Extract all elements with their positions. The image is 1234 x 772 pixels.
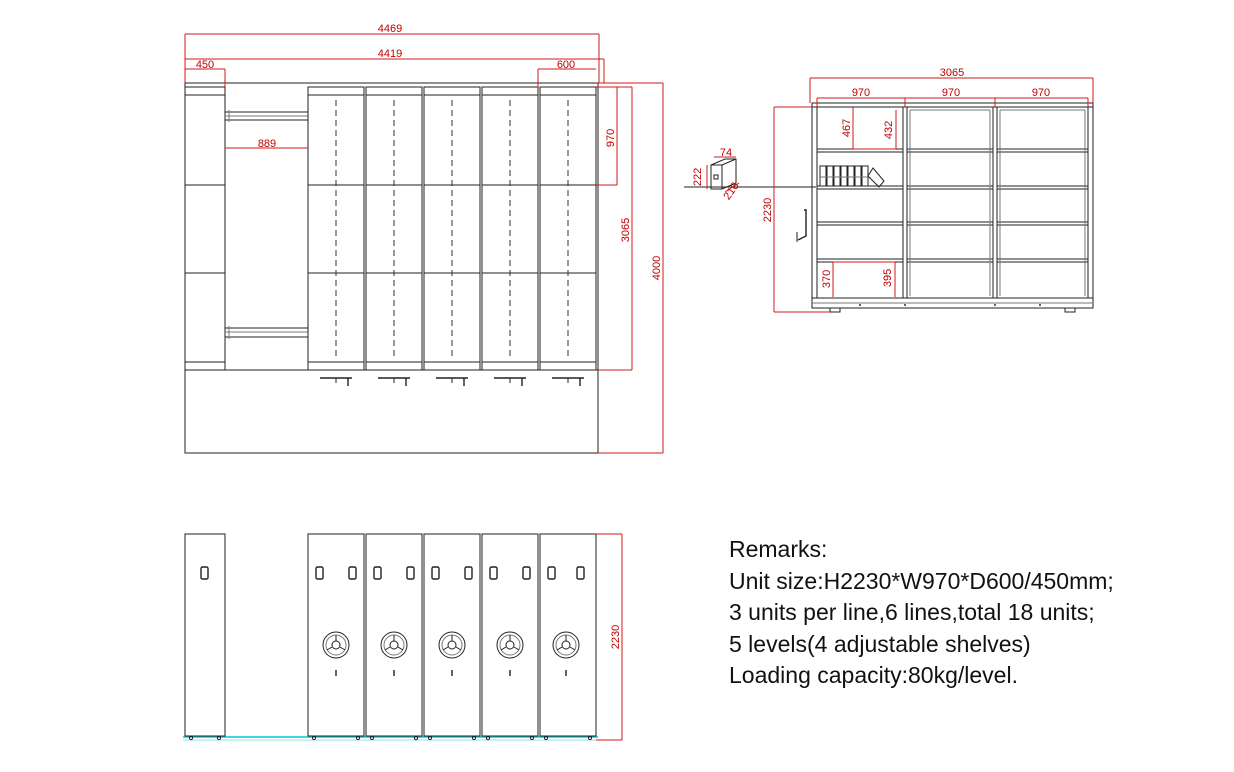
dim-970-unit: 970 xyxy=(605,129,617,147)
remarks-block: Remarks: Unit size:H2230*W970*D600/450mm… xyxy=(729,534,1114,692)
dim-3065-line: 3065 xyxy=(620,218,632,242)
file-box-detail: 74 222 216 xyxy=(684,147,816,202)
remarks-line-capacity: Loading capacity:80kg/level. xyxy=(729,662,1018,688)
handle-4 xyxy=(494,377,526,386)
mobile-unit-elev-2 xyxy=(365,533,423,741)
plan-dimension-lines xyxy=(184,33,664,454)
dim-600: 600 xyxy=(557,59,575,71)
file-boxes xyxy=(819,165,885,188)
dim-450: 450 xyxy=(196,59,214,71)
handle-1 xyxy=(320,377,352,386)
side-handle xyxy=(796,209,807,242)
plan-view: 4469 4419 450 600 889 970 3065 4000 xyxy=(184,23,664,454)
handle-2 xyxy=(378,377,410,386)
side-view: 2230 xyxy=(183,533,623,741)
mobile-unit-4 xyxy=(481,86,539,371)
dim-395: 395 xyxy=(882,269,894,287)
handle-3 xyxy=(436,377,468,386)
dim-2230-front: 2230 xyxy=(762,198,774,222)
shelves-bay-3 xyxy=(996,109,1089,296)
remarks-line-unit-size: Unit size:H2230*W970*D600/450mm; xyxy=(729,567,1114,594)
mobile-unit-elev-4 xyxy=(481,533,539,741)
remarks-line-units: 3 units per line,6 lines,total 18 units; xyxy=(729,599,1095,625)
dim-3065-front: 3065 xyxy=(940,67,964,79)
handles-plan xyxy=(320,377,584,386)
dim-970-bay-2: 970 xyxy=(942,87,960,99)
mobile-units-elevation xyxy=(307,533,597,741)
shelves-bay-2 xyxy=(906,109,994,296)
front-view: 3065 970 970 970 2230 467 432 370 395 xyxy=(762,67,1094,313)
dim-467: 467 xyxy=(841,119,853,137)
fixed-unit-plan xyxy=(184,86,226,371)
dim-4000-room: 4000 xyxy=(651,256,663,280)
mobile-unit-5 xyxy=(539,86,597,371)
remarks-title: Remarks: xyxy=(729,536,828,562)
dim-2230-side: 2230 xyxy=(610,625,622,649)
front-dimension-lines xyxy=(773,77,1094,313)
dim-box-74: 74 xyxy=(720,147,732,159)
remarks-line-levels: 5 levels(4 adjustable shelves) xyxy=(729,630,1031,657)
fixed-unit-elevation xyxy=(184,533,226,741)
dim-4469: 4469 xyxy=(378,23,402,35)
dim-970-bay-3: 970 xyxy=(1032,87,1050,99)
dim-370: 370 xyxy=(821,270,833,288)
mobile-unit-elev-5 xyxy=(539,533,597,741)
plan-dimension-labels: 4469 4419 450 600 889 970 3065 4000 xyxy=(196,23,663,280)
dim-432: 432 xyxy=(883,121,895,139)
mobile-unit-1 xyxy=(307,86,365,371)
dim-970-bay-1: 970 xyxy=(852,87,870,99)
mobile-unit-elev-1 xyxy=(307,533,365,741)
mobile-unit-2 xyxy=(365,86,423,371)
rails xyxy=(225,110,308,339)
handle-5 xyxy=(552,377,584,386)
room-outline xyxy=(184,82,599,454)
front-dimension-labels: 3065 970 970 970 2230 467 432 370 395 xyxy=(762,67,1050,288)
dim-box-222: 222 xyxy=(692,168,704,186)
mobile-units-plan xyxy=(307,86,597,371)
dim-4419: 4419 xyxy=(378,48,402,60)
mobile-unit-elev-3 xyxy=(423,533,481,741)
dim-889: 889 xyxy=(258,138,276,150)
mobile-unit-3 xyxy=(423,86,481,371)
